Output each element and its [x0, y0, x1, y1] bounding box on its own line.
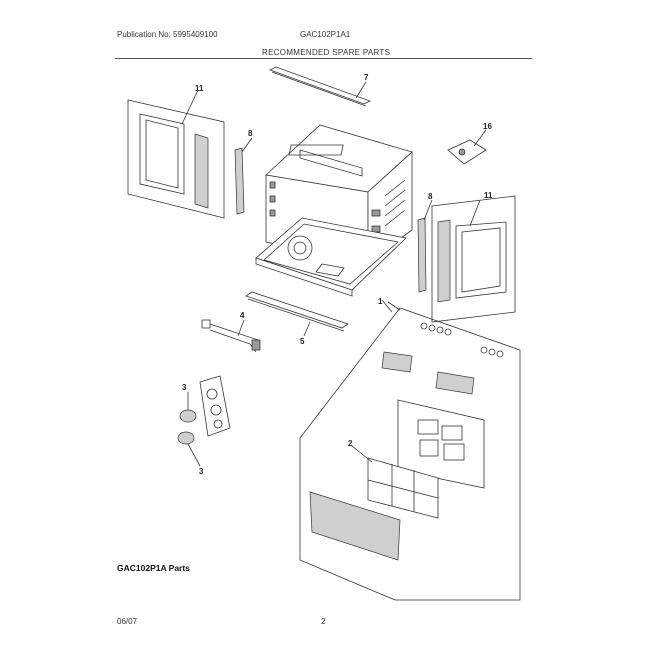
model-number: GAC102P1A1	[300, 30, 351, 39]
callout-3-bottom: 3	[199, 467, 204, 476]
part-4-power-cord	[201, 319, 261, 353]
part-5-bottom-rail	[245, 291, 349, 337]
callout-4: 4	[240, 311, 245, 320]
callout-5: 5	[300, 337, 305, 346]
callout-7: 7	[364, 73, 369, 82]
callout-3-top: 3	[182, 383, 187, 392]
header-divider	[115, 58, 532, 59]
part-8-left-gasket	[234, 137, 253, 215]
base-pan	[255, 217, 407, 297]
part-3-control-knobs	[177, 375, 231, 467]
part-11-left-side-curtain	[127, 89, 225, 219]
callout-2: 2	[348, 439, 353, 448]
part-1-front-assembly	[299, 299, 521, 601]
diagram-caption: GAC102P1A Parts	[117, 563, 190, 573]
callout-11-right: 11	[484, 191, 493, 200]
page-title: RECOMMENDED SPARE PARTS	[262, 48, 391, 57]
callout-8-right: 8	[428, 192, 433, 201]
page-number: 2	[321, 617, 326, 626]
callout-11-left: 11	[195, 84, 204, 93]
part-11-right-side-curtain	[431, 195, 516, 323]
callout-16: 16	[483, 122, 492, 131]
callout-1: 1	[378, 297, 383, 306]
part-7-top-rail	[268, 66, 372, 107]
part-16-bracket	[447, 129, 487, 165]
publication-number: Publication No: 5995409100	[117, 30, 218, 39]
footer-date: 06/07	[117, 617, 138, 626]
part-8-right-gasket	[417, 199, 433, 293]
callout-8-left: 8	[248, 129, 253, 138]
